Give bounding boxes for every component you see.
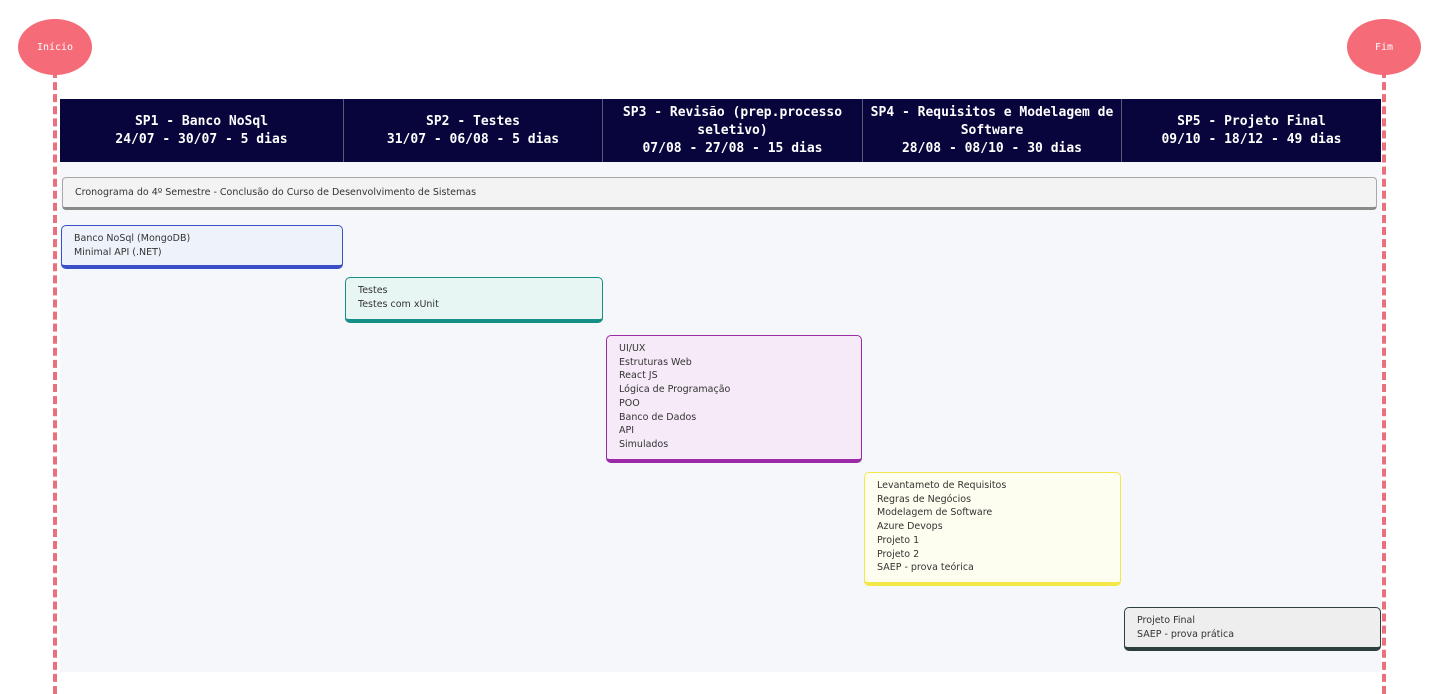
sprint-title: SP4 - Requisitos e Modelagem de Software	[870, 104, 1114, 138]
card-item: Lógica de Programação	[619, 384, 731, 396]
card-item: React JS	[619, 370, 658, 382]
card-item: SAEP - prova prática	[1137, 628, 1235, 640]
sprint-title: SP1 - Banco NoSql	[134, 113, 269, 129]
card-item: Banco de Dados	[619, 411, 697, 423]
start-line	[53, 70, 57, 694]
end-line	[1382, 70, 1386, 694]
sprint-dates: 28/08 - 08/10 - 30 dias	[901, 140, 1082, 156]
card-item: UI/UX	[619, 343, 646, 354]
card-item: Testes	[358, 285, 388, 296]
card-item: Regras de Negócios	[877, 493, 972, 505]
card-item: SAEP - prova teórica	[877, 562, 974, 574]
card-item: Simulados	[619, 438, 669, 450]
sprint-dates: 09/10 - 18/12 - 49 dias	[1161, 131, 1342, 147]
sprint-title: SP5 - Projeto Final	[1177, 113, 1326, 129]
card-item: Modelagem de Software	[877, 507, 993, 519]
sprint-header-5[interactable]: SP5 - Projeto Final 09/10 - 18/12 - 49 di…	[1122, 99, 1381, 162]
sprint-header-4[interactable]: SP4 - Requisitos e Modelagem de Software…	[863, 99, 1122, 162]
sprint-header-2[interactable]: SP2 - Testes 31/07 - 06/08 - 5 dias	[344, 99, 603, 162]
card-item: Estruturas Web	[619, 356, 692, 368]
card-item: Banco NoSql (MongoDB)	[74, 233, 191, 244]
end-milestone-label: Fim	[1374, 41, 1394, 53]
sprint-header-1[interactable]: SP1 - Banco NoSql 24/07 - 30/07 - 5 dias	[60, 99, 344, 162]
card-item: Minimal API (.NET)	[74, 246, 162, 258]
sprint-title: SP3 - Revisão (prep.processo seletivo)	[622, 104, 843, 138]
sprint-dates: 24/07 - 30/07 - 5 dias	[115, 131, 288, 147]
card-item: Levantameto de Requisitos	[877, 480, 1007, 491]
sprint-dates: 07/08 - 27/08 - 15 dias	[642, 140, 823, 156]
sprint-header-3[interactable]: SP3 - Revisão (prep.processo seletivo) 07…	[603, 99, 863, 162]
card-item: POO	[619, 397, 640, 409]
start-milestone-label: Início	[36, 41, 74, 53]
sprint-3-card[interactable]: UI/UX Estruturas Web React JS Lógica de …	[606, 335, 862, 463]
sprint-dates: 31/07 - 06/08 - 5 dias	[386, 131, 560, 147]
sprint-5-card[interactable]: Projeto Final SAEP - prova prática	[1124, 607, 1381, 651]
sprint-4-card[interactable]: Levantameto de Requisitos Regras de Negó…	[864, 472, 1121, 586]
semester-banner[interactable]: Cronograma do 4º Semestre - Conclusão do…	[62, 177, 1377, 210]
card-item: Azure Devops	[877, 521, 943, 533]
sprint-title: SP2 - Testes	[426, 113, 520, 129]
card-item: Testes com xUnit	[358, 298, 439, 310]
start-milestone[interactable]: Início	[18, 19, 92, 75]
card-item: Projeto 1	[877, 534, 920, 546]
banner-text: Cronograma do 4º Semestre - Conclusão do…	[75, 187, 477, 198]
card-item: API	[619, 425, 635, 437]
sprint-2-card[interactable]: Testes Testes com xUnit	[345, 277, 603, 323]
end-milestone[interactable]: Fim	[1347, 19, 1421, 75]
card-item: Projeto Final	[1137, 615, 1196, 626]
sprint-1-card[interactable]: Banco NoSql (MongoDB) Minimal API (.NET)	[61, 225, 343, 269]
card-item: Projeto 2	[877, 548, 920, 560]
